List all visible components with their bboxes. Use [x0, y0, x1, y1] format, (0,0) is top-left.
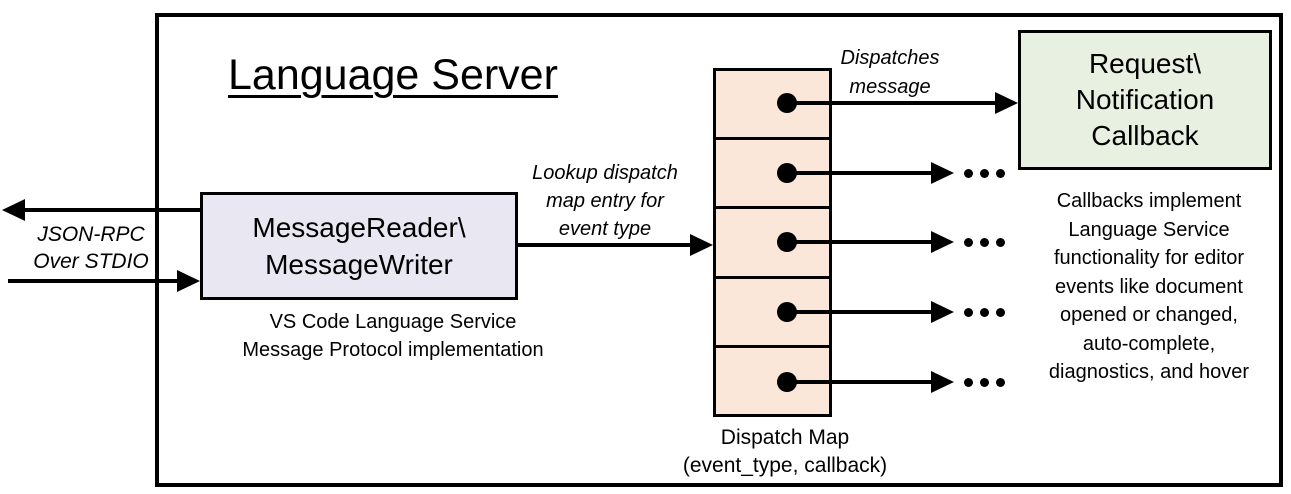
arrowhead-right-icon	[931, 371, 954, 393]
lookup-dispatch-label: Lookup dispatch map entry for event type	[532, 162, 678, 240]
arrowhead-right-icon	[995, 92, 1018, 114]
ellipsis-icon	[962, 363, 1006, 401]
request-notification-callback-box: Request\ Notification Callback	[1018, 30, 1272, 170]
arrowhead-right-icon	[177, 270, 200, 292]
ellipsis-icon	[962, 293, 1006, 331]
dispatch-arrow-line	[787, 101, 997, 105]
dispatch-arrow-line	[787, 310, 933, 314]
stdio-out-arrow-line	[20, 208, 200, 212]
dispatch-arrow-line	[787, 171, 933, 175]
dispatch-arrow-line	[787, 240, 933, 244]
arrowhead-right-icon	[931, 231, 954, 253]
dispatches-message-label: Dispatches message	[840, 47, 940, 98]
dispatch-arrow-line	[787, 380, 933, 384]
diagram-title: Language Server	[228, 51, 558, 99]
arrowhead-right-icon	[931, 162, 954, 184]
ellipsis-icon	[962, 223, 1006, 261]
stdio-in-arrow-line	[8, 279, 180, 283]
dispatch-map-cell	[716, 137, 829, 206]
arrowhead-right-icon	[690, 234, 713, 256]
dispatch-map-cell	[716, 275, 829, 345]
reader-box-caption: VS Code Language Service Message Protoco…	[242, 311, 544, 361]
callback-box-label: Request\ Notification Callback	[1075, 48, 1215, 151]
lookup-arrow-line	[518, 243, 695, 247]
message-reader-writer-box: MessageReader\ MessageWriter	[200, 192, 518, 300]
ellipsis-icon	[962, 154, 1006, 192]
json-rpc-stdio-label: JSON-RPC Over STDIO	[33, 223, 149, 273]
arrowhead-right-icon	[931, 301, 954, 323]
arrowhead-left-icon	[2, 199, 25, 221]
callbacks-note: Callbacks implement Language Service fun…	[1048, 190, 1250, 383]
message-reader-writer-label: MessageReader\ MessageWriter	[252, 212, 466, 280]
dispatch-map-cell	[716, 206, 829, 275]
language-server-boundary-box	[155, 13, 1283, 487]
dispatch-map-cell	[716, 344, 829, 414]
dispatch-map-caption: Dispatch Map (event_type, callback)	[682, 426, 888, 477]
